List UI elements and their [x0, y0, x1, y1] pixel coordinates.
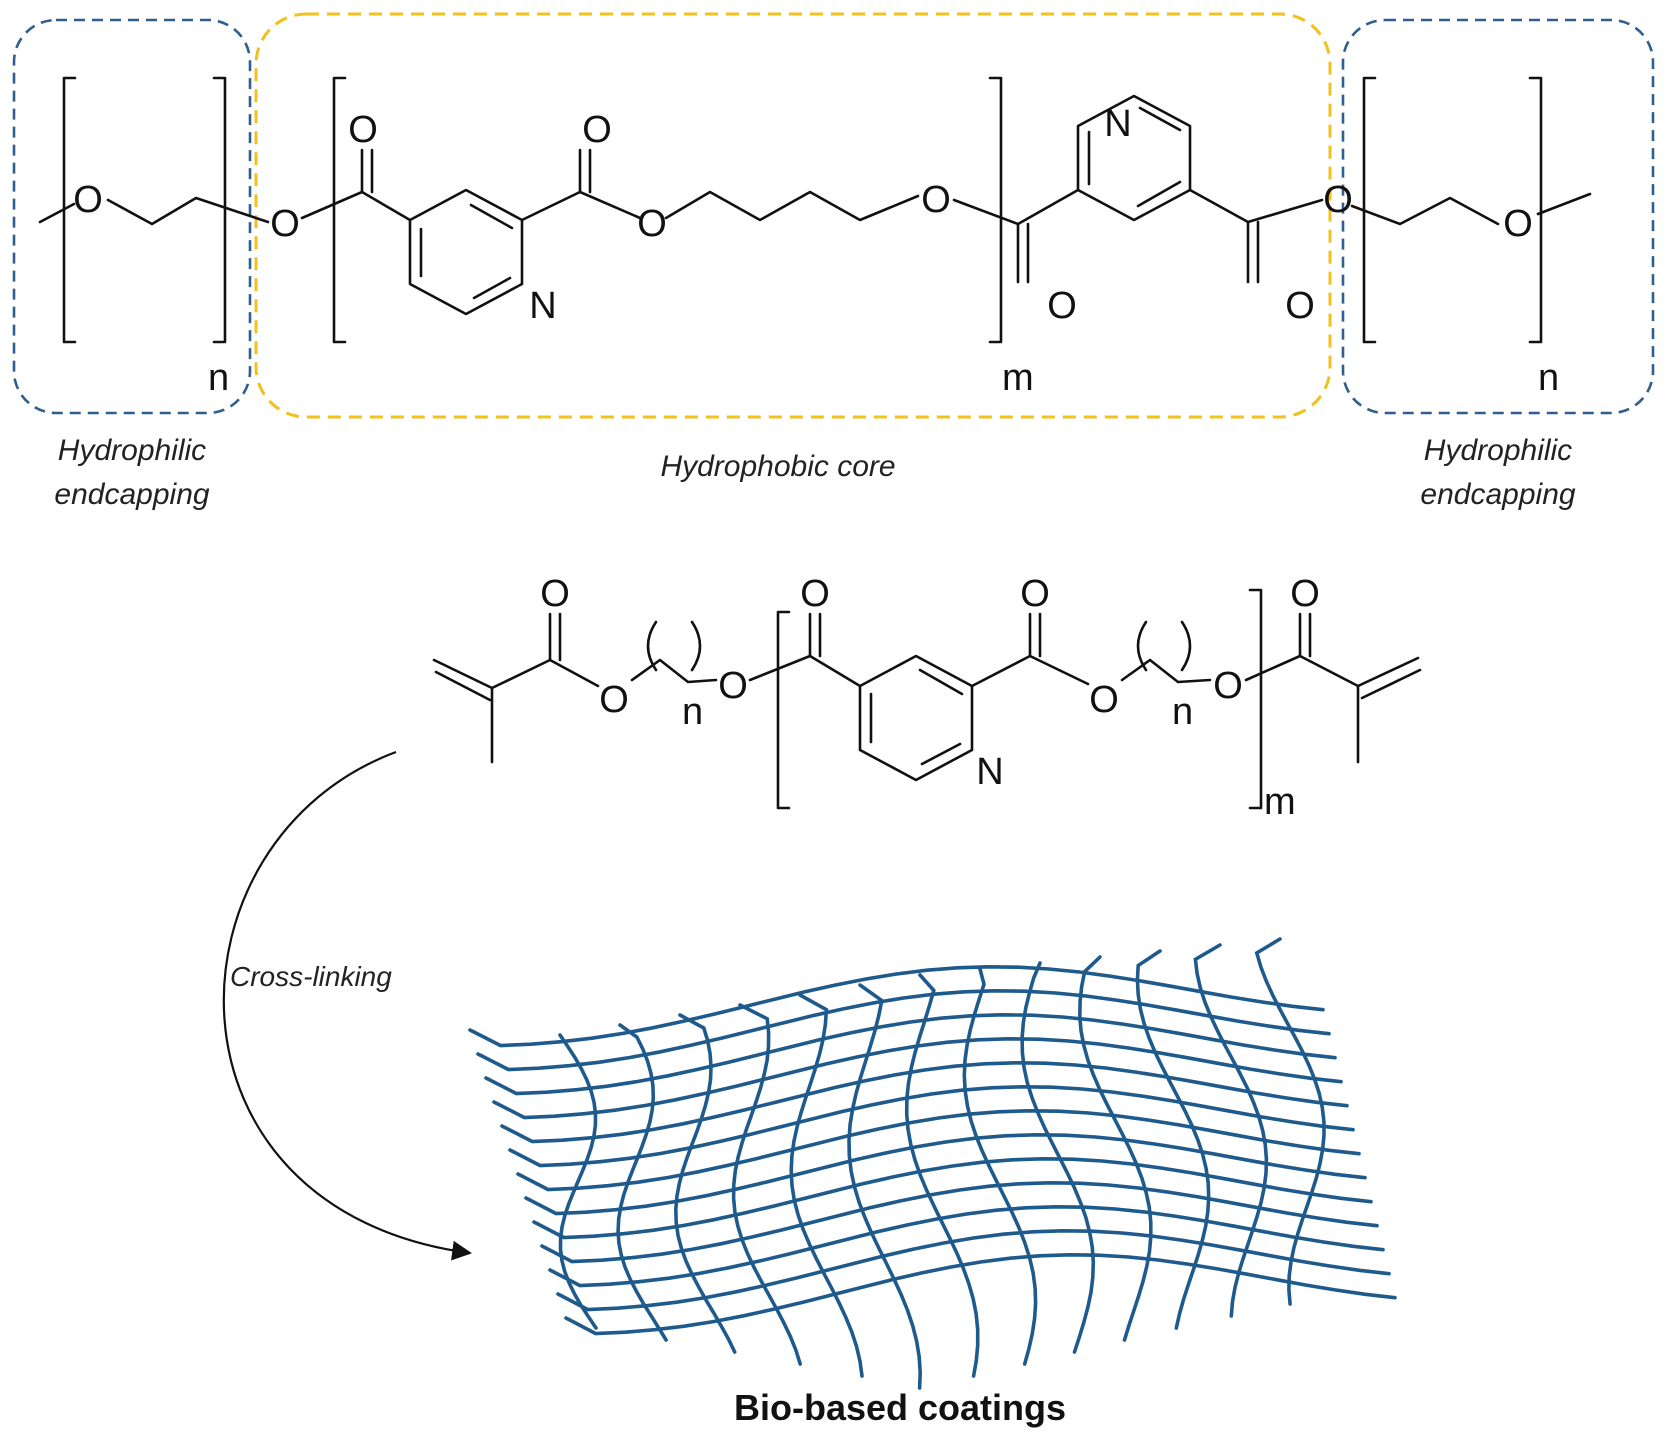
subscript-n-left: n [208, 357, 229, 399]
network-fiber-vertical [616, 1023, 668, 1342]
subscript-m-middle: m [1264, 781, 1296, 823]
cross-linking-arrow [222, 750, 472, 1261]
network-fiber-horizontal [476, 988, 1331, 1072]
network-fiber-horizontal [484, 1012, 1337, 1096]
atom-n-ring-1: N [529, 285, 556, 327]
atom-n-ring-mid: N [976, 751, 1003, 793]
label-cross-linking: Cross-linking [230, 961, 392, 992]
network-fiber-horizontal [540, 1180, 1379, 1264]
atom-o-spacer-right: O [1213, 665, 1243, 707]
network-fiber-vertical [847, 983, 923, 1390]
top-polymer-structure [38, 76, 1592, 344]
atom-o-ester-mid: O [1089, 679, 1119, 721]
network-fiber-vertical [1254, 937, 1326, 1306]
network-fiber-vertical [1020, 961, 1096, 1354]
label-hydrophilic-left-line1: Hydrophilic [58, 434, 206, 467]
label-hydrophobic-core: Hydrophobic core [660, 450, 895, 483]
label-hydrophilic-left-line2: endcapping [54, 478, 209, 511]
network-fiber-vertical [673, 1013, 737, 1354]
atom-o-carbonyl-2: O [582, 109, 612, 151]
network-fiber-vertical [1193, 943, 1269, 1318]
subscript-m-core: m [1002, 357, 1034, 399]
network-fiber-horizontal [532, 1156, 1373, 1240]
atom-o-carbonyl-1: O [348, 109, 378, 151]
network-fiber-horizontal [500, 1060, 1349, 1144]
atom-o-peg-right: O [1503, 203, 1533, 245]
network-fiber-vertical [731, 1003, 802, 1366]
atom-o-ester-4: O [1323, 179, 1353, 221]
atom-o-peg-left: O [73, 179, 103, 221]
atom-o-ester-2: O [637, 203, 667, 245]
atom-o-carbonyl-mid-2: O [1020, 573, 1050, 615]
middle-methacrylate-structure [432, 588, 1422, 810]
polymer-network [468, 937, 1397, 1390]
atom-o-spacer-left: O [718, 665, 748, 707]
atom-o-ester-1: O [270, 203, 300, 245]
network-fiber-vertical [558, 1033, 598, 1330]
atom-o-methacrylate-ester-left: O [599, 679, 629, 721]
atom-o-carbonyl-mid-1: O [800, 573, 830, 615]
network-fiber-horizontal [508, 1084, 1355, 1168]
subscript-n-spacer-right: n [1172, 691, 1193, 733]
bracket-right-close-peg [1528, 76, 1543, 344]
hydrophilic-left-box [12, 18, 252, 415]
bracket-core-close [988, 76, 1003, 344]
bracket-left-close-peg [212, 76, 227, 344]
network-fiber-horizontal [468, 964, 1325, 1048]
network-fiber-horizontal [548, 1204, 1385, 1288]
network-fiber-vertical [962, 967, 1038, 1366]
network-fiber-horizontal [564, 1252, 1397, 1336]
atom-o-methacrylate-carbonyl-left: O [540, 573, 570, 615]
atom-o-carbonyl-3: O [1047, 285, 1077, 327]
caption-bio-based-coatings: Bio-based coatings [734, 1387, 1066, 1428]
atom-o-methacrylate-carbonyl-right: O [1290, 573, 1320, 615]
network-fiber-vertical [904, 973, 980, 1378]
bracket-core-open [332, 76, 347, 344]
subscript-n-spacer-left: n [682, 691, 703, 733]
atom-o-ester-3: O [921, 179, 951, 221]
label-hydrophilic-right-line2: endcapping [1420, 478, 1575, 511]
atom-o-carbonyl-4: O [1285, 285, 1315, 327]
label-hydrophilic-right-line1: Hydrophilic [1424, 434, 1572, 467]
hydrophilic-right-box [1341, 18, 1655, 415]
atom-n-ring-2: N [1104, 103, 1131, 145]
network-fiber-horizontal [524, 1132, 1367, 1216]
network-fiber-horizontal [556, 1228, 1391, 1312]
network-fiber-vertical [1135, 949, 1211, 1330]
subscript-n-right: n [1538, 357, 1559, 399]
hydrophobic-core-box [254, 12, 1332, 419]
network-fiber-horizontal [516, 1108, 1361, 1192]
network-fiber-vertical [1077, 955, 1153, 1342]
network-fiber-vertical [789, 993, 864, 1378]
